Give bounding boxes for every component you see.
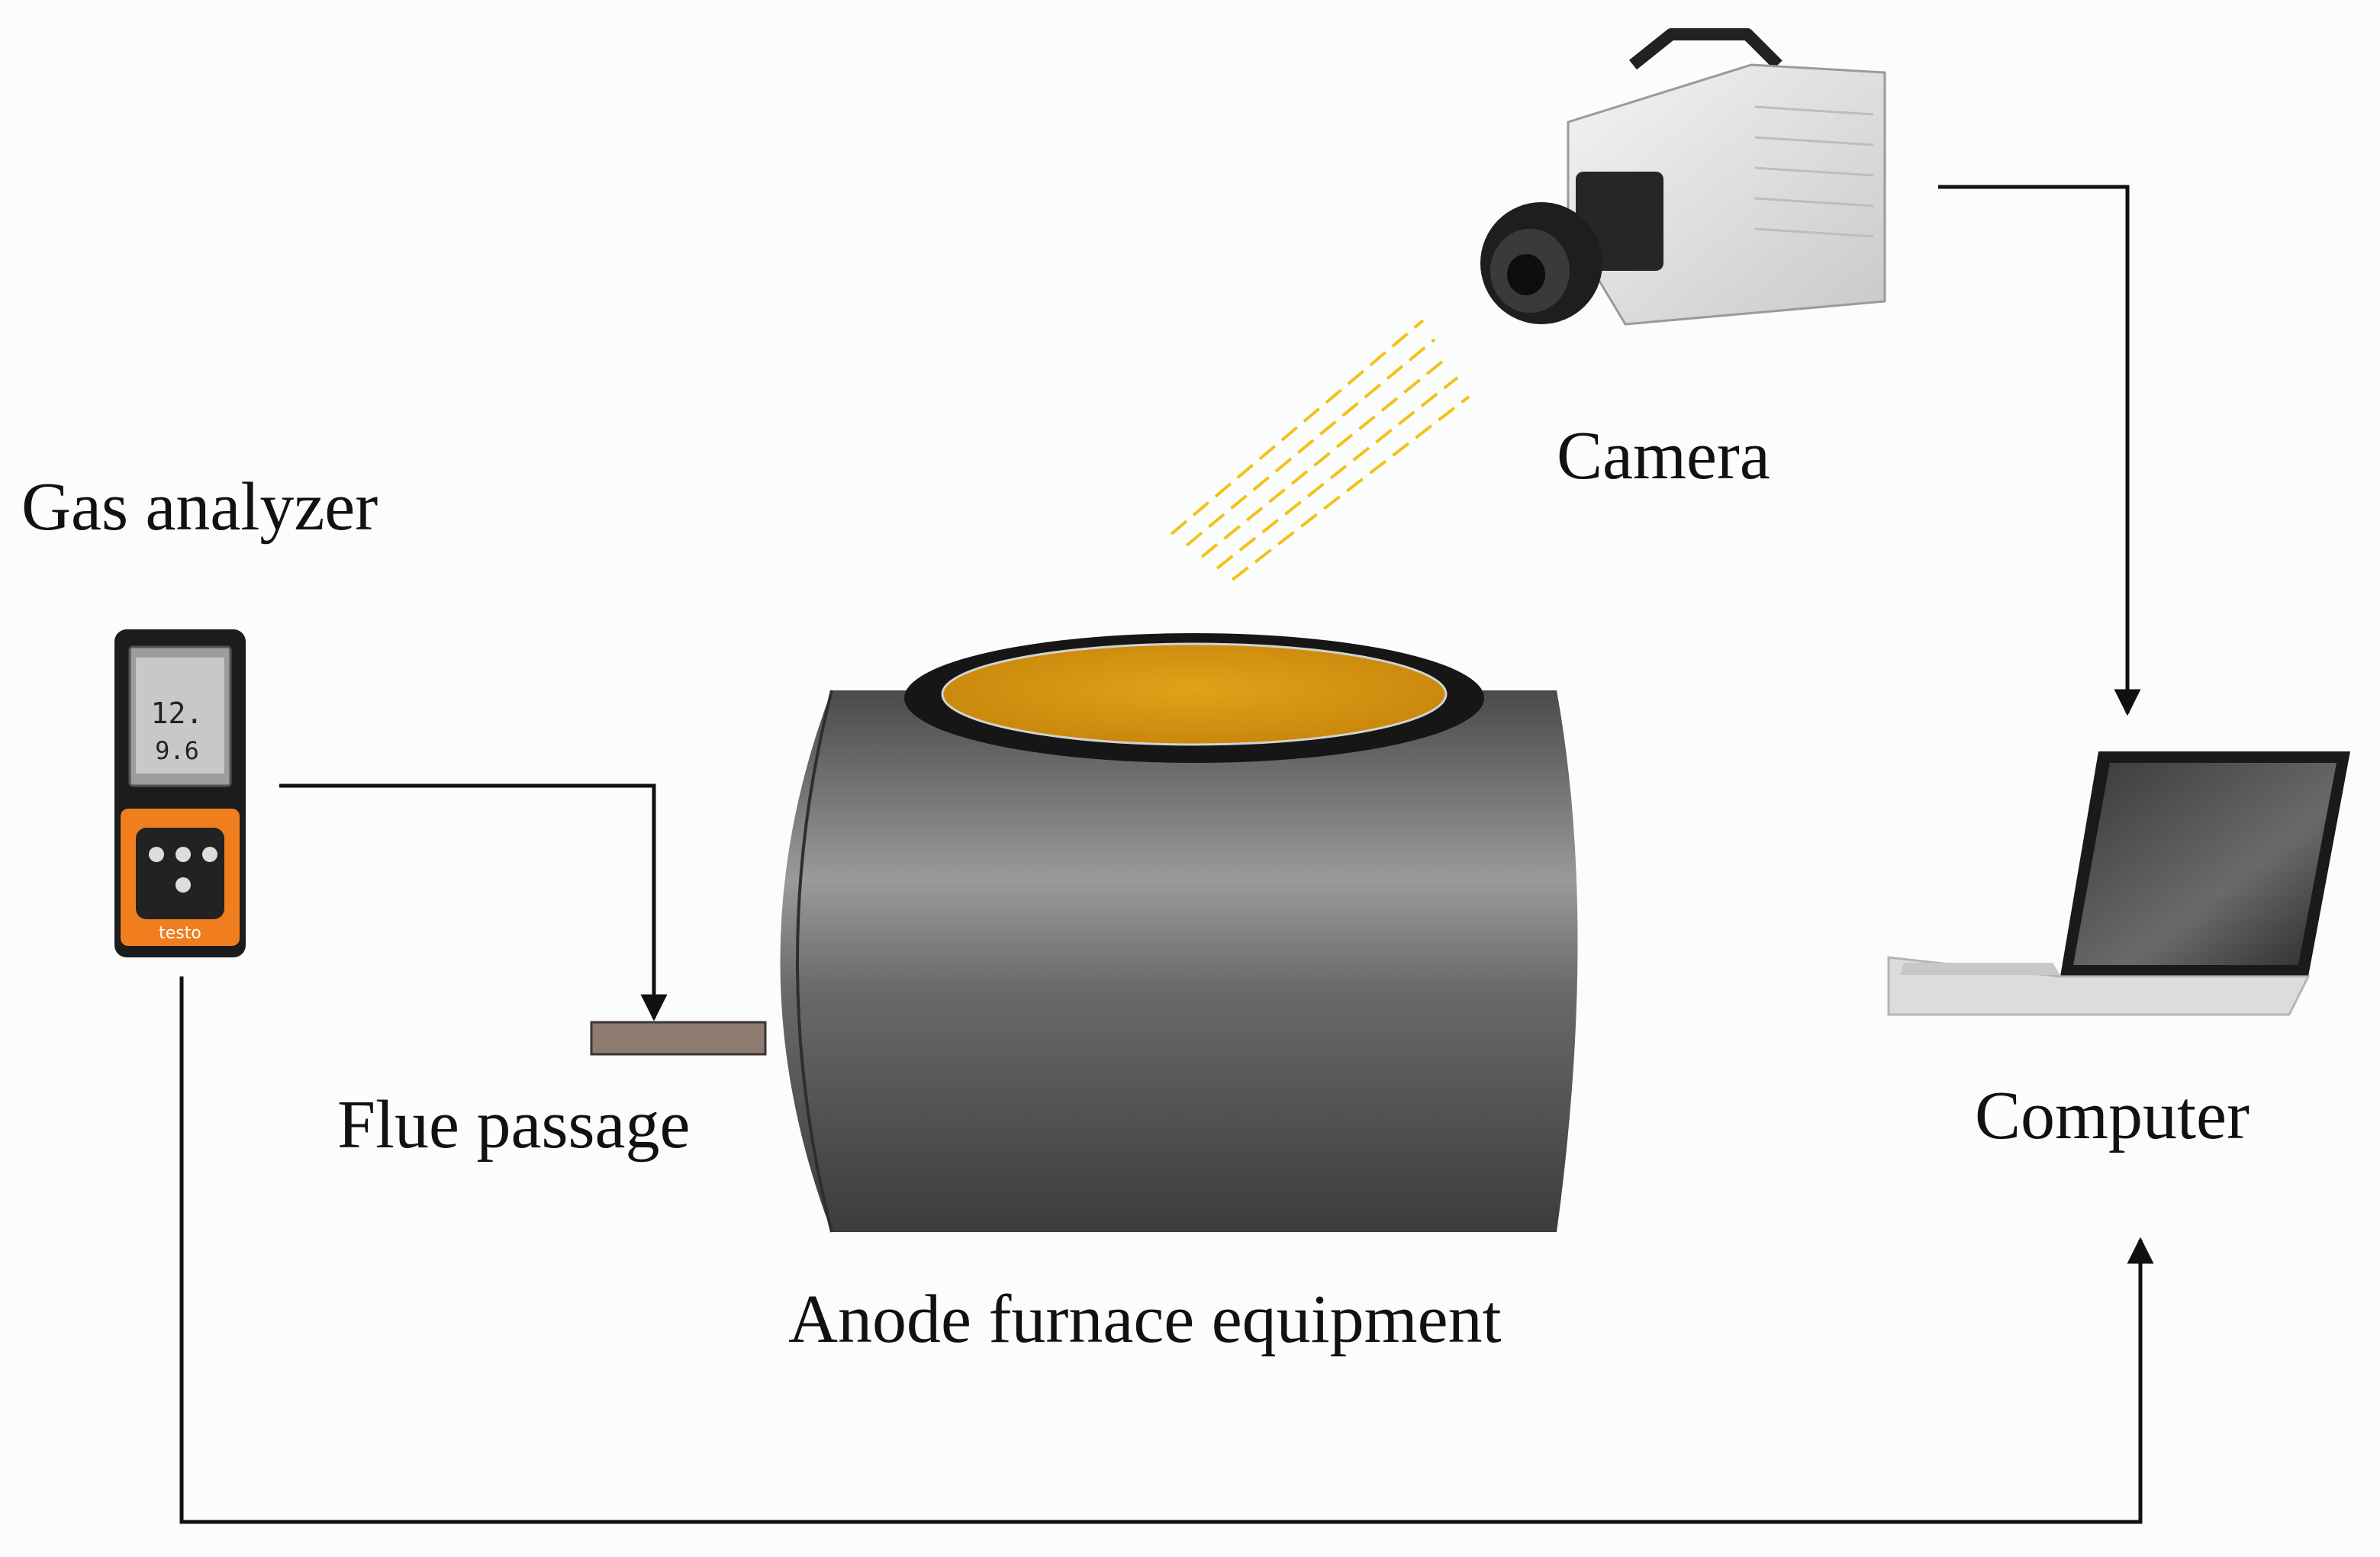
svg-text:9.6: 9.6 — [155, 736, 199, 765]
laptop-icon — [1887, 751, 2350, 1016]
gas-analyzer-label: Gas analyzer — [21, 469, 378, 545]
camera-icon — [1480, 28, 1886, 326]
camera-label: Camera — [1557, 418, 1770, 494]
gas-analyzer-icon: 12. 9.6 testo — [114, 629, 246, 957]
flue-passage-pipe — [590, 1021, 767, 1056]
computer-label: Computer — [1975, 1078, 2250, 1153]
analyzer-to-computer-arrow — [179, 976, 2154, 1524]
flue-passage-label: Flue passage — [337, 1087, 691, 1163]
analyzer-to-flue-arrow — [279, 783, 668, 1021]
svg-text:12.: 12. — [151, 696, 204, 730]
light-rays-icon — [1170, 319, 1470, 581]
furnace-label: Anode furnace equipment — [788, 1282, 1502, 1357]
connectors — [179, 185, 2154, 1524]
analyzer-brand-text: testo — [159, 924, 201, 943]
furnace-icon — [590, 633, 1578, 1233]
camera-to-computer-arrow — [1938, 185, 2141, 716]
